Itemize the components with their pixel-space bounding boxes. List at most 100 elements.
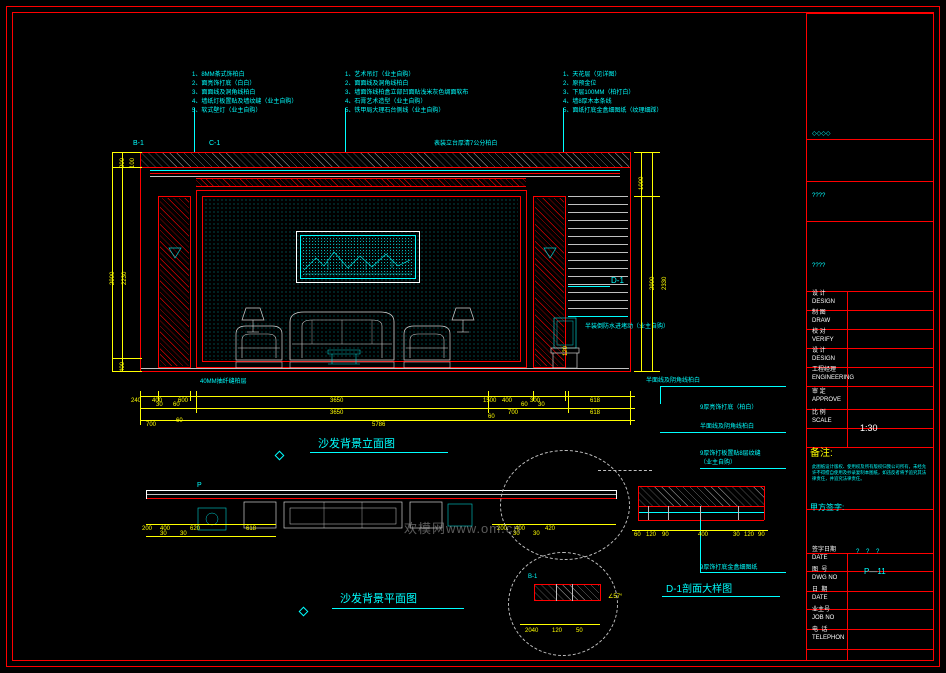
callout-c1: C-1: [209, 140, 221, 147]
mini-dim-2040: 2040: [525, 628, 539, 634]
plan-dim-400a: 400: [160, 526, 171, 532]
right-pilaster-outer-right: [565, 196, 566, 368]
art-panel-relief-texture: [302, 237, 414, 277]
detail-leader-1: [660, 386, 786, 387]
dim-tick-h: [568, 391, 569, 413]
elev-left-edge: [140, 152, 141, 372]
dim-right-v-120: 120: [563, 345, 569, 356]
note-mid-line-4: 4、石膏艺术造型（业主自购）: [345, 99, 427, 105]
note-right-line-2: 2、原预金位: [563, 81, 597, 87]
detail-line-mid: [638, 506, 764, 507]
elevation-title-rule: [310, 452, 448, 453]
slat-wall-line-4: [568, 228, 628, 229]
tb-role-design2-cn: 设 计: [812, 348, 826, 354]
plan-dim-618: 618: [246, 526, 257, 532]
feature-frame-top: [196, 190, 526, 191]
plan-title-rule: [332, 608, 464, 609]
tb-role-eng-cn: 工程经理: [812, 367, 837, 373]
mini-dim-50: 50: [576, 628, 583, 634]
detail-tick-2: [668, 506, 669, 520]
dim-400b: 400: [502, 398, 513, 404]
note-right-line-5: 5、面纸打底金盒细图纸（纹理细踩）: [563, 108, 663, 114]
enlargement-leader: [598, 470, 652, 471]
watermark: 欢模网www.om.cn: [404, 521, 522, 536]
dim-right-tick-floor: [634, 371, 660, 372]
chair-elevation: [550, 317, 580, 369]
dim-60a: 60: [173, 402, 180, 408]
note-mid-line-5: 5、铁甲局大理石台侧线（业主自购）: [345, 108, 445, 114]
tb-scale-value: 1:30: [860, 423, 878, 433]
slat-wall-line-3: [568, 220, 628, 221]
elev-right-edge: [630, 152, 631, 372]
detail-note-2: 9厚亮饰打底（柏白）: [700, 405, 758, 411]
right-pilaster-bottom: [533, 367, 566, 368]
dim-700a: 700: [508, 410, 519, 416]
slat-wall-line-11: [568, 284, 628, 285]
dim-618a: 618: [590, 398, 601, 404]
fabric-panel-texture: [204, 198, 518, 360]
dim-tick-a: [140, 391, 141, 425]
detail-line-bot: [638, 520, 764, 521]
slat-wall-line-9: [568, 268, 628, 269]
note-bottom-center: 40MM抽纤缝柏层: [200, 379, 247, 385]
detail-line-top: [638, 486, 764, 487]
detail-note-4: 9厚饰打板置贴8层纹缝: [700, 451, 761, 457]
tb-field-dwg-cn: 图 号: [812, 567, 828, 573]
mini-detail-top: [534, 584, 600, 585]
tb-field-job-cn: 业主号: [812, 607, 831, 613]
tb-role-verify-en: VERIFY: [812, 337, 834, 343]
detail-leader-1v: [660, 386, 661, 404]
dim-chain-row1: [140, 396, 635, 397]
mini-detail-label: B-1: [528, 574, 538, 580]
slat-wall-top: [568, 196, 628, 197]
dim-240: 240: [131, 398, 142, 404]
frame-outer-border: [6, 6, 940, 667]
elev-top-edge: [140, 152, 630, 153]
dim-left-tick-skirt: [112, 358, 142, 359]
feature-frame-top-inner: [202, 196, 520, 197]
art-panel-inner-left: [300, 235, 301, 279]
elev-cornice-line-3: [150, 176, 620, 177]
plan-sofa-group: [243, 501, 473, 529]
pilaster-marker-right: [543, 247, 557, 259]
dim-3650a: 3650: [330, 398, 344, 404]
plan-side-table-left: [197, 507, 227, 531]
detail-note-1: 半面线及阴角线柏白: [646, 378, 701, 384]
dim-3650b: 3650: [330, 410, 344, 416]
note-mid-line-3: 3、墙面饰线柏盒立部凹面贴浅米灰色绸面软布: [345, 90, 469, 96]
dim-left-tick-floor: [112, 371, 142, 372]
left-pilaster-top: [158, 196, 191, 197]
dim-left-ext-line: [122, 152, 123, 372]
elev-cornice-band-top: [196, 178, 526, 179]
dim-600: 600: [178, 398, 189, 404]
feature-frame-left-inner: [202, 196, 203, 362]
art-panel-landscape: [303, 251, 412, 275]
feature-frame-bottom-inner: [202, 361, 520, 362]
dim-tick-i: [630, 391, 631, 425]
leader-right-1: [563, 108, 564, 152]
slat-wall-line-2: [568, 212, 628, 213]
note-mid-line-2: 2、面面线及洞角线柏白: [345, 81, 409, 87]
dim-618b: 618: [590, 410, 601, 416]
tb-role-draw-cn: 制 图: [812, 310, 826, 316]
detail-tick-3: [700, 506, 701, 520]
dim-right-v-2900: 2900: [650, 276, 656, 290]
note-left-line-4: 4、墙纸灯板置贴及墙纹缝（业主自购）: [192, 99, 298, 105]
tb-remark-text: 此图纸设计版权、使用权及所有版权归我公司所有，未经允许不得擅自使用及抄录复制本图…: [812, 464, 927, 481]
dim-60d: 60: [176, 418, 183, 424]
enlargement-bubble-2: [508, 552, 618, 656]
detail-right-edge: [764, 486, 765, 520]
plan-title: 沙发背景平面图: [340, 593, 417, 605]
plan-marker-p: P: [197, 482, 202, 489]
right-pilaster-outer-left: [533, 196, 534, 368]
mini-dim-120: 120: [552, 628, 563, 634]
elev-cornice-band-bottom: [196, 186, 526, 187]
dim-tick-f: [533, 391, 534, 401]
detail-angle-label: ∠57°: [608, 594, 623, 600]
wall-lamp-left: [241, 307, 265, 333]
art-panel-right: [419, 231, 420, 283]
dim-chain-row4: [140, 420, 635, 421]
tb-mark-1: ◇◇◇◇: [812, 131, 831, 137]
left-pilaster-bottom: [158, 367, 191, 368]
